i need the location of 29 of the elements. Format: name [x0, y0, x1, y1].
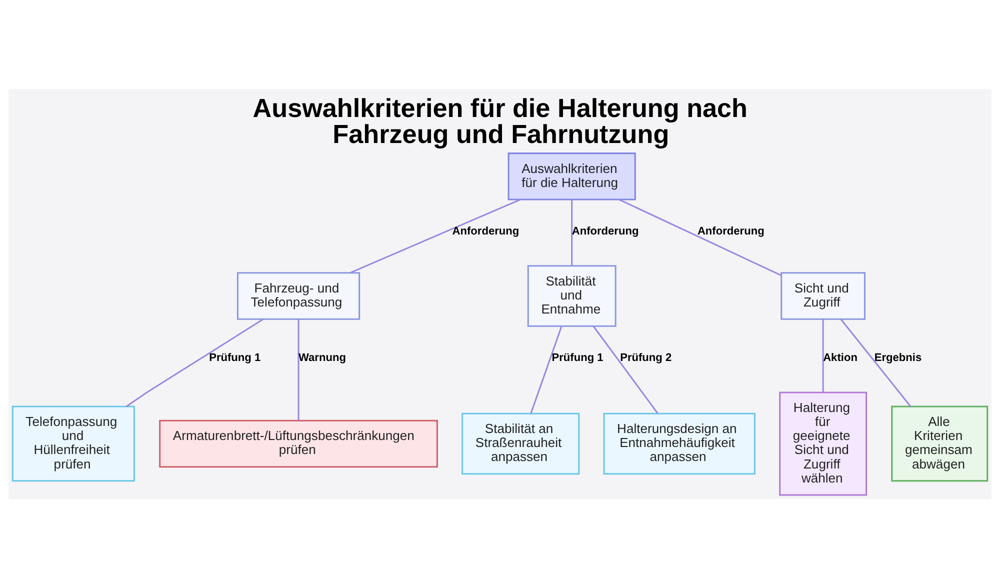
connector — [530, 326, 562, 414]
node-box: Telefonpassung und Hüllenfreiheit prüfen — [12, 406, 135, 482]
node-box: Halterungsdesign an Entnahmehäufigkeit anpassen — [603, 412, 756, 475]
node-box: Stabilität und Entnahme — [527, 265, 616, 327]
connector — [593, 326, 658, 414]
edge-label: Anforderung — [697, 226, 764, 238]
node-box: Sicht und Zugriff — [780, 272, 866, 320]
node-box: Halterung für geeignete Sicht und Zugriff wählen — [779, 392, 868, 496]
connector — [350, 198, 521, 274]
edge-label: Prüfung 1 — [552, 352, 604, 364]
node-box: Armaturenbrett-/Lüftungsbeschränkungen prüfen — [159, 420, 438, 468]
connector — [840, 318, 912, 407]
edge-label: Warnung — [298, 352, 346, 364]
edge-label: Prüfung 1 — [209, 352, 261, 364]
connector — [298, 319, 300, 420]
connector — [822, 319, 824, 392]
connector — [618, 198, 782, 276]
edge-label: Aktion — [823, 352, 858, 364]
node-box: Stabilität an Straßenrauheit anpassen — [462, 412, 580, 475]
edge-label: Prüfung 2 — [620, 352, 672, 364]
node-box: Auswahlkriterien für die Halterung — [508, 152, 636, 200]
diagram-title: Auswahlkriterien für die Halterung nach Fahrzeug und Fahrnutzung — [252, 92, 748, 150]
edge-label: Anforderung — [452, 226, 520, 238]
edge-label: Anforderung — [572, 226, 639, 238]
connector — [571, 200, 573, 266]
node-box: Fahrzeug- und Telefonpassung — [236, 272, 360, 320]
node-box: Alle Kriterien gemeinsam abwägen — [891, 406, 988, 482]
edge-label: Ergebnis — [874, 352, 922, 364]
connector — [126, 318, 264, 408]
